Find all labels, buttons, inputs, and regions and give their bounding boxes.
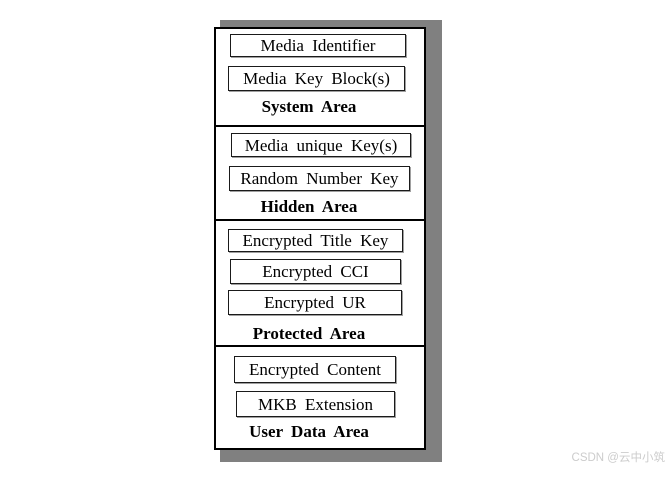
- section-divider: [214, 345, 426, 347]
- media-key-blocks-box: Media Key Block(s): [228, 66, 405, 91]
- user-data-area-label: User Data Area: [249, 422, 369, 441]
- encrypted-cci-box: Encrypted CCI: [230, 259, 401, 284]
- protected-area-label: Protected Area: [252, 324, 366, 343]
- system-area-label: System Area: [261, 97, 357, 116]
- section-divider: [214, 125, 426, 127]
- hidden-area-label: Hidden Area: [260, 197, 358, 216]
- media-identifier-box: Media Identifier: [230, 34, 406, 57]
- encrypted-title-key-box: Encrypted Title Key: [228, 229, 403, 252]
- media-storage-layout-figure: Media Identifier Media Key Block(s) Syst…: [214, 27, 426, 450]
- encrypted-ur-box: Encrypted UR: [228, 290, 402, 315]
- random-number-key-box: Random Number Key: [229, 166, 410, 191]
- mkb-extension-box: MKB Extension: [236, 391, 395, 417]
- section-divider: [214, 219, 426, 221]
- encrypted-content-box: Encrypted Content: [234, 356, 396, 383]
- media-unique-keys-box: Media unique Key(s): [231, 133, 411, 157]
- csdn-watermark: CSDN @云中小筑: [571, 452, 665, 464]
